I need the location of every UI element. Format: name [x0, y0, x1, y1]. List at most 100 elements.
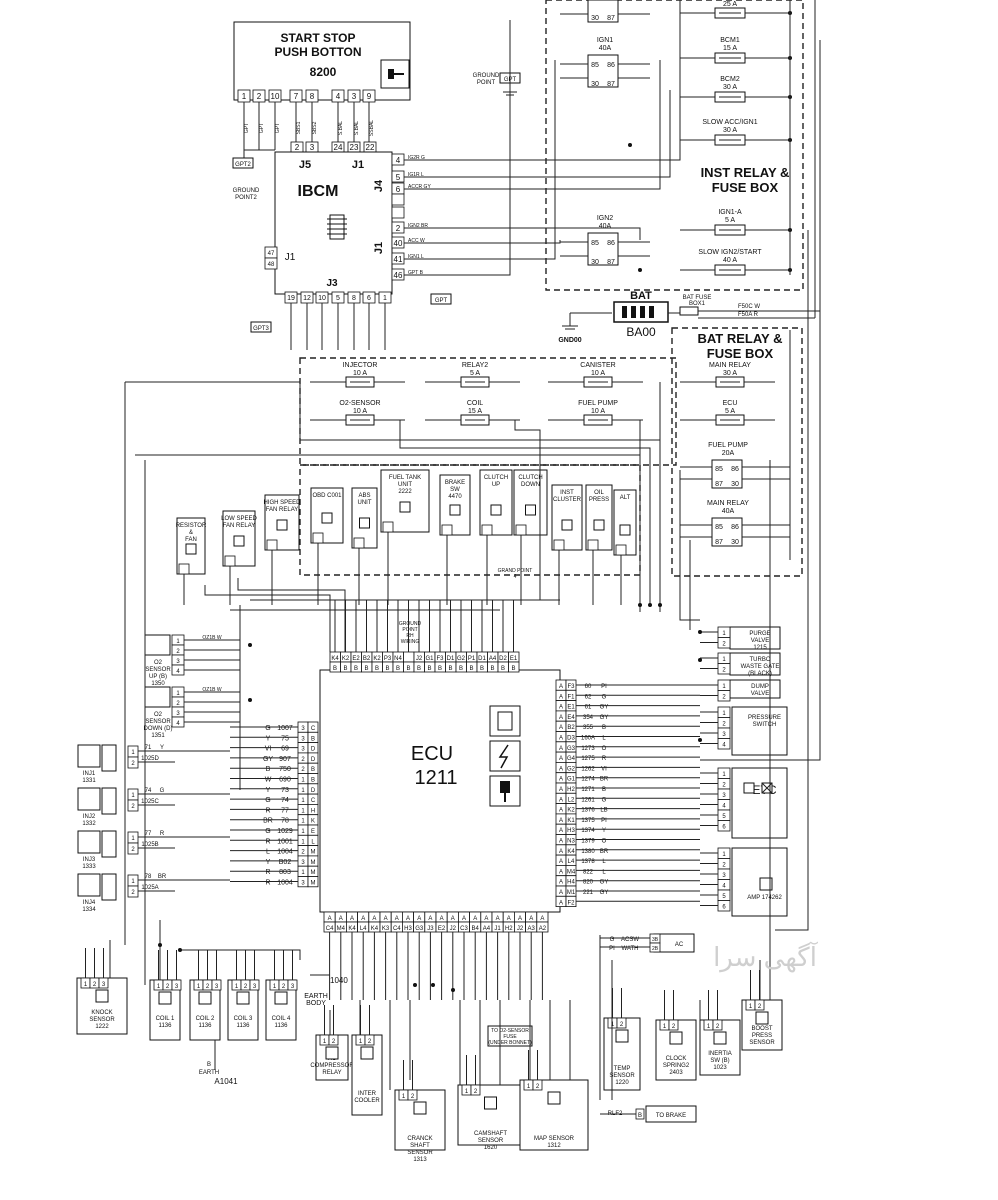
svg-text:H4: H4: [567, 880, 575, 886]
svg-text:GY: GY: [600, 705, 609, 711]
svg-text:A3: A3: [528, 926, 536, 932]
svg-text:B: B: [638, 1113, 642, 1119]
svg-text:TURBO: TURBO: [750, 657, 771, 663]
svg-text:K2: K2: [342, 656, 350, 662]
svg-text:COIL 1: COIL 1: [156, 1016, 175, 1022]
svg-text:30: 30: [731, 481, 739, 488]
svg-text:1380: 1380: [581, 849, 595, 855]
bat-label: BAT: [630, 290, 652, 302]
svg-text:A: A: [559, 828, 563, 834]
svg-text:TO O2-SENSOR: TO O2-SENSOR: [491, 1028, 529, 1034]
svg-text:1136: 1136: [159, 1023, 173, 1029]
svg-text:INST: INST: [560, 490, 574, 496]
svg-text:F3: F3: [567, 684, 575, 690]
svg-text:AC: AC: [675, 942, 684, 948]
svg-text:40: 40: [394, 239, 403, 248]
svg-text:GROUND: GROUND: [233, 188, 260, 194]
svg-text:BR: BR: [263, 818, 273, 825]
svg-text:1374: 1374: [581, 828, 595, 834]
svg-text:1025B: 1025B: [141, 842, 158, 848]
svg-text:A: A: [417, 916, 421, 922]
svg-text:1001: 1001: [277, 838, 293, 845]
svg-text:WASTE GATE: WASTE GATE: [741, 664, 780, 670]
svg-text:A: A: [372, 916, 376, 922]
svg-text:GPT3: GPT3: [253, 326, 269, 332]
svg-text:1: 1: [383, 295, 387, 302]
svg-text:B: B: [469, 666, 473, 672]
svg-text:1334: 1334: [82, 907, 96, 913]
svg-text:O2: O2: [154, 660, 163, 666]
svg-text:5: 5: [722, 814, 726, 820]
svg-text:AMP 174262: AMP 174262: [747, 895, 782, 901]
svg-text:B: B: [501, 666, 505, 672]
svg-text:K1: K1: [567, 818, 575, 824]
svg-text:1378: 1378: [581, 859, 595, 865]
svg-text:MAIN RELAY: MAIN RELAY: [707, 500, 749, 507]
svg-text:86: 86: [731, 466, 739, 473]
ecu-code: 1211: [414, 767, 457, 789]
svg-text:B: B: [354, 666, 358, 672]
svg-text:N3: N3: [567, 839, 575, 845]
svg-text:10 A: 10 A: [353, 370, 367, 377]
svg-text:E2: E2: [352, 656, 360, 662]
svg-text:15 A: 15 A: [468, 408, 482, 415]
svg-text:30 A: 30 A: [723, 127, 737, 134]
svg-text:78: 78: [281, 818, 289, 825]
svg-text:1023: 1023: [713, 1065, 727, 1071]
svg-text:COMPRESSOR: COMPRESSOR: [310, 1063, 354, 1069]
svg-text:MAP SENSOR: MAP SENSOR: [534, 1136, 575, 1142]
svg-text:GROUND: GROUND: [473, 73, 500, 79]
svg-text:H2: H2: [505, 926, 513, 932]
svg-text:C4: C4: [326, 926, 334, 932]
svg-text:2: 2: [332, 1039, 336, 1045]
svg-text:C4: C4: [393, 926, 401, 932]
svg-text:B: B: [396, 666, 400, 672]
svg-text:4: 4: [396, 156, 401, 165]
svg-text:1025D: 1025D: [141, 756, 159, 762]
svg-text:VALVE: VALVE: [751, 691, 769, 697]
svg-text:SENSOR: SENSOR: [89, 1017, 115, 1023]
svg-text:A: A: [395, 916, 399, 922]
svg-text:23: 23: [350, 143, 359, 152]
svg-text:EARTH: EARTH: [304, 993, 328, 1000]
svg-text:B2: B2: [363, 656, 371, 662]
svg-text:INJ4: INJ4: [83, 900, 96, 906]
svg-text:SW (B): SW (B): [710, 1058, 729, 1064]
svg-text:1: 1: [301, 870, 305, 876]
svg-text:G2: G2: [457, 656, 466, 662]
svg-text:IGN2: IGN2: [597, 215, 613, 222]
svg-text:H3: H3: [404, 926, 412, 932]
svg-text:L: L: [602, 869, 606, 875]
svg-text:SENSOR: SENSOR: [145, 667, 171, 673]
svg-text:3: 3: [301, 736, 305, 742]
svg-text:R: R: [265, 807, 270, 814]
ibcm-j1: J1: [352, 159, 364, 171]
svg-text:1: 1: [722, 711, 726, 717]
svg-text:E4: E4: [567, 715, 575, 721]
svg-text:آگهی سرا: آگهی سرا: [713, 941, 819, 973]
svg-text:BAT FUSE: BAT FUSE: [683, 295, 712, 301]
svg-text:4470: 4470: [448, 494, 462, 500]
svg-text:FAN RELAY: FAN RELAY: [223, 523, 256, 529]
svg-text:24: 24: [334, 143, 343, 152]
svg-text:30: 30: [731, 539, 739, 546]
svg-text:A: A: [559, 705, 563, 711]
svg-text:E1: E1: [567, 705, 575, 711]
svg-text:2: 2: [301, 850, 305, 856]
svg-text:G2: G2: [567, 766, 576, 772]
watermark: آگهی سرا: [713, 941, 819, 973]
svg-text:G1: G1: [425, 656, 434, 662]
svg-text:A: A: [559, 756, 563, 762]
svg-text:A: A: [559, 684, 563, 690]
svg-text:1: 1: [131, 836, 135, 842]
svg-text:1: 1: [465, 1089, 469, 1095]
svg-text:3: 3: [722, 793, 726, 799]
svg-text:L: L: [602, 736, 606, 742]
svg-text:22: 22: [366, 143, 375, 152]
svg-text:L4: L4: [360, 926, 367, 932]
svg-text:A: A: [451, 916, 455, 922]
svg-text:KNOCK: KNOCK: [91, 1010, 112, 1016]
svg-text:A: A: [559, 859, 563, 865]
svg-text:M: M: [311, 850, 316, 856]
